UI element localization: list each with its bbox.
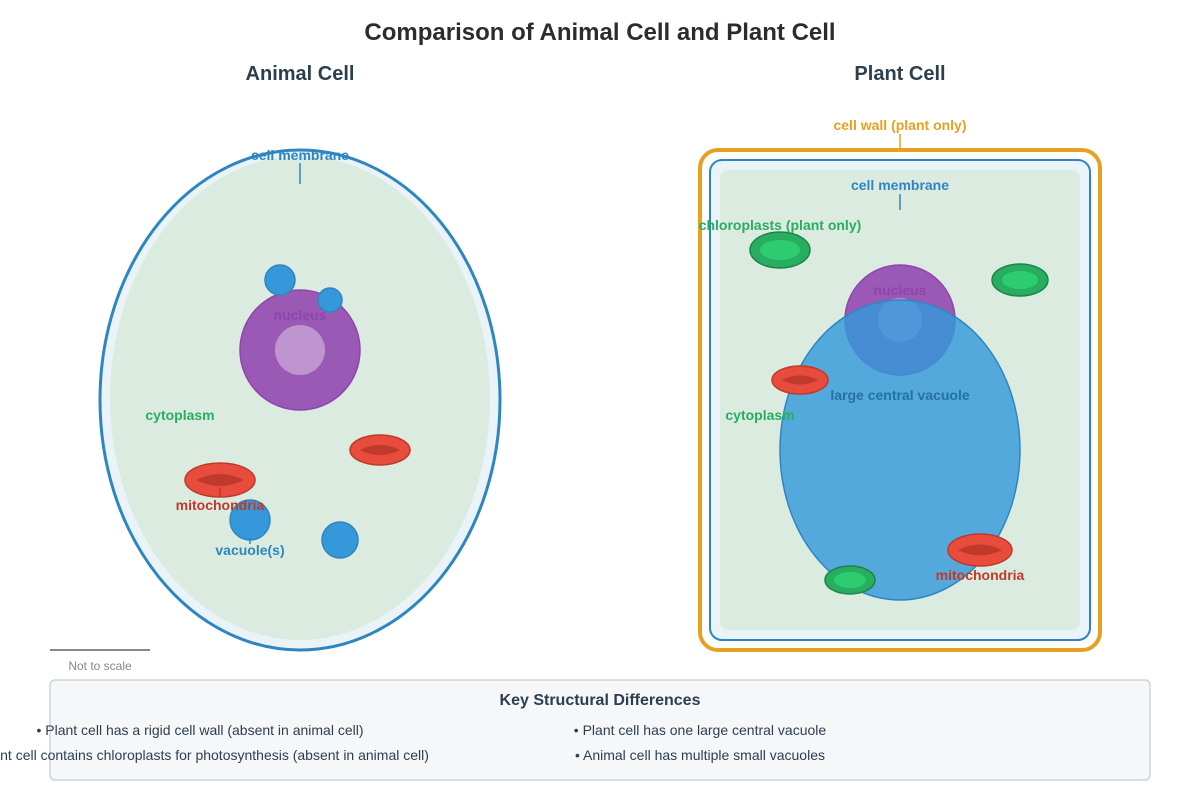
- animal-cell-heading: Animal Cell: [246, 63, 355, 85]
- plant-cell-heading: Plant Cell: [854, 63, 945, 85]
- scale-note: Not to scale: [68, 659, 132, 673]
- key-title: Key Structural Differences: [500, 692, 701, 709]
- plant-cell: cell wall (plant only) cell membrane chl…: [698, 117, 1102, 652]
- animal-mitochondrion: [349, 434, 411, 466]
- animal-vacuoles-label: vacuole(s): [215, 542, 284, 558]
- animal-vacuole: [317, 287, 343, 313]
- plant-wall-label: cell wall (plant only): [833, 117, 966, 133]
- chloroplast: [991, 263, 1049, 297]
- plant-mitochondrion: [771, 365, 829, 395]
- animal-membrane-label: cell membrane: [251, 147, 349, 163]
- animal-mitochondrion: [184, 462, 256, 498]
- animal-nucleolus: [275, 325, 325, 375]
- animal-mitochondria-label: mitochondria: [176, 497, 265, 513]
- plant-mitochondrion: [947, 533, 1013, 567]
- key-differences-panel: Key Structural Differences • Plant cell …: [0, 679, 1151, 781]
- key-item: • Plant cell has one large central vacuo…: [574, 722, 827, 738]
- diagram-title: Comparison of Animal Cell and Plant Cell: [364, 19, 835, 46]
- chloroplast: [749, 231, 811, 269]
- plant-chloroplasts-label: chloroplasts (plant only): [699, 217, 862, 233]
- animal-vacuole: [321, 521, 359, 559]
- key-item: • Plant cell contains chloroplasts for p…: [0, 747, 429, 763]
- key-item: • Plant cell has a rigid cell wall (abse…: [36, 722, 363, 738]
- plant-nucleus-label: nucleus: [874, 282, 927, 298]
- animal-cytoplasm-label: cytoplasm: [145, 407, 214, 423]
- plant-vacuole-label: large central vacuole: [830, 387, 970, 403]
- plant-cytoplasm-label: cytoplasm: [725, 407, 794, 423]
- animal-vacuole: [264, 264, 296, 296]
- plant-central-vacuole: [779, 299, 1021, 601]
- key-item: • Animal cell has multiple small vacuole…: [575, 747, 825, 763]
- key-box: [49, 679, 1151, 781]
- animal-nucleus-label: nucleus: [274, 307, 327, 323]
- animal-cell: cell membrane nucleus cytoplasm mitochon…: [98, 147, 502, 652]
- plant-membrane-label: cell membrane: [851, 177, 949, 193]
- plant-mitochondria-label: mitochondria: [936, 567, 1025, 583]
- chloroplast: [824, 565, 876, 595]
